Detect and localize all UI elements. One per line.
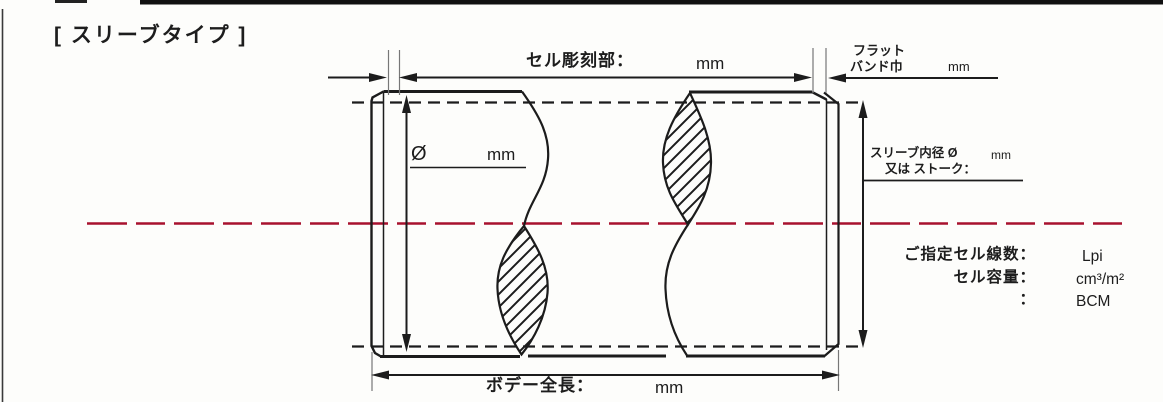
spec-bcm-value: BCM (1076, 293, 1111, 310)
sleeve-inner-label-line1: スリーブ内径 Ø (870, 146, 958, 160)
body-length-label: ボデー全長： (486, 376, 594, 395)
dim-cell-engraving-arrow (328, 48, 827, 95)
flat-band-label-line2: バンド巾 (850, 59, 903, 74)
spec-cell-volume-label: セル容量： (953, 269, 1036, 286)
dim-body-length-arrow (371, 350, 840, 391)
break-line-right (661, 90, 713, 357)
spec-cell-line-count-value: Lpi (1082, 248, 1103, 265)
flat-band-label-line1: フラット (853, 43, 906, 58)
dim-diameter-arrow (402, 95, 526, 352)
sleeve-inner-unit: mm (991, 148, 1011, 162)
cell-engraving-label: セル彫刻部： (526, 51, 634, 70)
spec-cell-volume-value: cm³/m² (1076, 271, 1125, 288)
sleeve-body-outline (370, 90, 840, 358)
spec-bcm-label: ： (1019, 291, 1036, 308)
spec-cell-line-count-label: ご指定セル線数： (903, 246, 1036, 263)
diameter-symbol: Ø (411, 143, 427, 165)
engraved-surface-dashed-lines (352, 101, 860, 348)
page-border-top (55, 0, 1163, 5)
flat-band-unit: mm (948, 59, 970, 74)
body-length-unit: mm (655, 378, 684, 397)
dim-flat-band-arrow (828, 73, 998, 83)
diameter-unit: mm (487, 145, 516, 164)
page-title: [ スリーブタイプ ] (54, 24, 248, 47)
break-line-left (496, 90, 550, 357)
cell-engraving-unit: mm (696, 54, 725, 73)
dim-sleeve-inner-arrow (858, 100, 1023, 348)
sleeve-inner-label-line2: 又は ストーク： (885, 162, 976, 176)
